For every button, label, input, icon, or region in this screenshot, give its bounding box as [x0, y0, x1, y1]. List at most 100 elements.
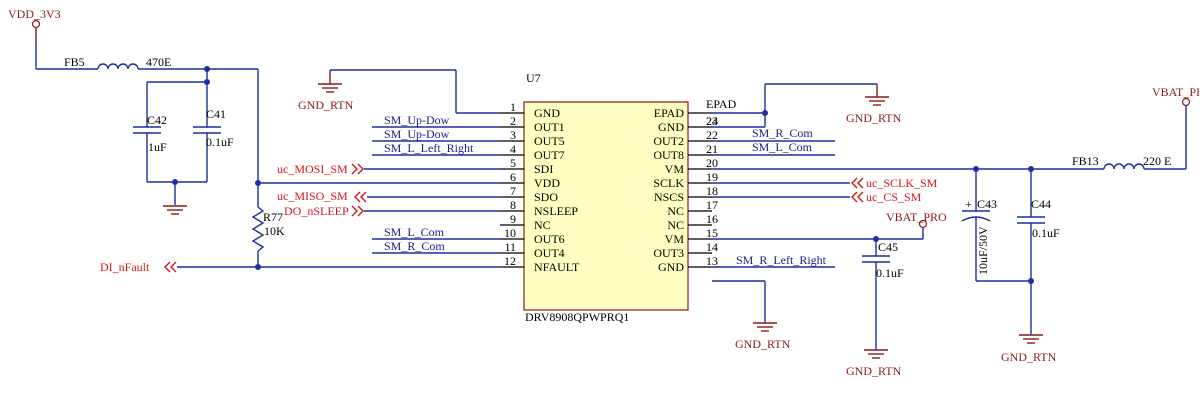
ic-pin-number: 24 — [706, 114, 718, 128]
svg-text:uc_MISO_SM: uc_MISO_SM — [277, 189, 348, 203]
gnd-rtn-c44: GND_RTN — [1001, 334, 1057, 364]
ic-pin-16: 16 NC — [667, 212, 718, 232]
gnd-rtn-c45: GND_RTN — [846, 349, 902, 378]
svg-text:SM_R_Left_Right: SM_R_Left_Right — [736, 253, 827, 267]
c43-pol: + — [965, 197, 972, 211]
ic-pin-name: SDO — [534, 190, 558, 204]
ic-pin-number: 9 — [510, 212, 516, 226]
u7-part: DRV8908QPWPRQ1 — [525, 310, 629, 324]
net-sm-r-com-right: SM_R_Com — [712, 126, 835, 142]
c42-ref: C42 — [147, 113, 167, 127]
fb5-ref: FB5 — [64, 55, 85, 69]
c45-capacitor: C45 0.1uF — [862, 239, 904, 350]
ic-pin-number: 19 — [706, 170, 718, 184]
ic-pin-name: NFAULT — [534, 260, 580, 274]
fb5-ferrite: FB5 470E — [64, 55, 171, 70]
ic-pin-9: 9 NC — [500, 212, 551, 232]
ic-pin-number: 15 — [706, 226, 718, 240]
ic-pin-name: VM — [665, 162, 685, 176]
ic-pin-name: NC — [534, 218, 551, 232]
fb13-ref: FB13 — [1072, 154, 1099, 168]
c41-value: 0.1uF — [206, 135, 234, 149]
ic-pin-number: 22 — [706, 128, 718, 142]
ic-pin-12: 12 NFAULT — [500, 254, 580, 274]
ic-pin-name: SDI — [534, 162, 553, 176]
u7-ref: U7 — [526, 71, 541, 85]
ic-pin-number: 21 — [706, 142, 718, 156]
r77-value: 10K — [264, 224, 285, 238]
ic-pin-name: VM — [665, 232, 685, 246]
ic-pin-name: NSCS — [654, 190, 684, 204]
svg-text:SM_L_Com: SM_L_Com — [752, 140, 813, 154]
ic-pin-number: 13 — [706, 254, 718, 268]
ic-pin-number: 16 — [706, 212, 718, 226]
ic-pin-name: OUT4 — [534, 246, 565, 260]
vbat-pi-label: VBAT_PI — [1152, 85, 1200, 99]
net-uc-mosi: uc_MOSI_SM — [277, 162, 500, 176]
vbat-pi-port: VBAT_PI — [1152, 85, 1200, 107]
gnd-rtn-top-left: GND_RTN — [298, 70, 354, 112]
ic-pin-name: EPAD — [654, 106, 685, 120]
ic-pin-7: 7 SDO — [500, 184, 558, 204]
c43-capacitor: + C43 10uF/50V — [961, 169, 997, 281]
c42-capacitor: C42 1uF — [133, 82, 167, 182]
fb13-value: 220 E — [1143, 154, 1171, 168]
vdd-3v3-label: VDD_3V3 — [8, 7, 61, 21]
ic-pin-name: OUT6 — [534, 232, 565, 246]
ic-pin-number: 5 — [510, 156, 516, 170]
net-do-nsleep: DO_nSLEEP — [284, 204, 500, 218]
ic-pin-name: OUT7 — [534, 148, 565, 162]
svg-text:SM_Up-Dow: SM_Up-Dow — [384, 127, 450, 141]
ic-pin-number: 14 — [706, 240, 718, 254]
c44-capacitor: C44 0.1uF — [1017, 169, 1060, 335]
ic-pin-name: GND — [534, 106, 560, 120]
ic-pin-name: NC — [667, 218, 684, 232]
ic-pin-number: 6 — [510, 170, 516, 184]
svg-text:SM_L_Com: SM_L_Com — [384, 225, 445, 239]
ic-pin-number: 10 — [504, 226, 516, 240]
c41-ref: C41 — [206, 107, 226, 121]
ic-pin-4: 4 OUT7 — [500, 142, 565, 162]
fb13-ferrite: FB13 220 E — [1072, 154, 1171, 170]
r77-ref: R77 — [263, 210, 283, 224]
vbat-pro-label: VBAT_PRO — [886, 210, 947, 224]
ic-pin-name: VDD — [534, 176, 560, 190]
net-sm-l-left-right: SM_L_Left_Right — [372, 141, 500, 156]
net-sm-l-com-left: SM_L_Com — [372, 225, 500, 240]
ic-pin-number: 3 — [510, 128, 516, 142]
svg-text:SM_R_Com: SM_R_Com — [752, 126, 813, 140]
c44-ref: C44 — [1031, 197, 1051, 211]
ic-pin-number: 4 — [510, 142, 516, 156]
net-sm-up-dow-2: SM_Up-Dow — [372, 127, 500, 142]
gnd-rtn-label-2: GND_RTN — [846, 111, 902, 125]
fb5-value: 470E — [146, 55, 171, 69]
ic-pin-number: 7 — [510, 184, 516, 198]
ic-pin-name: NSLEEP — [534, 204, 578, 218]
net-sm-r-com-left: SM_R_Com — [372, 239, 500, 254]
ic-pin-name: SCLK — [653, 176, 684, 190]
ic-pin-name: OUT5 — [534, 134, 565, 148]
ic-pin-name: OUT1 — [534, 120, 565, 134]
svg-text:SM_L_Left_Right: SM_L_Left_Right — [384, 141, 474, 155]
vbat-pro-port: VBAT_PRO — [886, 210, 947, 229]
ic-pin-19: 19 SCLK — [653, 170, 718, 190]
ic-pin-number: 17 — [706, 198, 718, 212]
svg-text:uc_MOSI_SM: uc_MOSI_SM — [277, 162, 348, 176]
vdd-3v3-port: VDD_3V3 — [8, 7, 61, 40]
ic-pin-number: 12 — [504, 254, 516, 268]
c43-value: 10uF/50V — [976, 226, 990, 275]
u7-ic: U7 DRV8908QPWPRQ1 — [523, 71, 689, 324]
ic-pin-6: 6 VDD — [500, 170, 560, 190]
net-uc-sclk: uc_SCLK_SM — [712, 176, 938, 190]
c42-value: 1uF — [148, 140, 167, 154]
